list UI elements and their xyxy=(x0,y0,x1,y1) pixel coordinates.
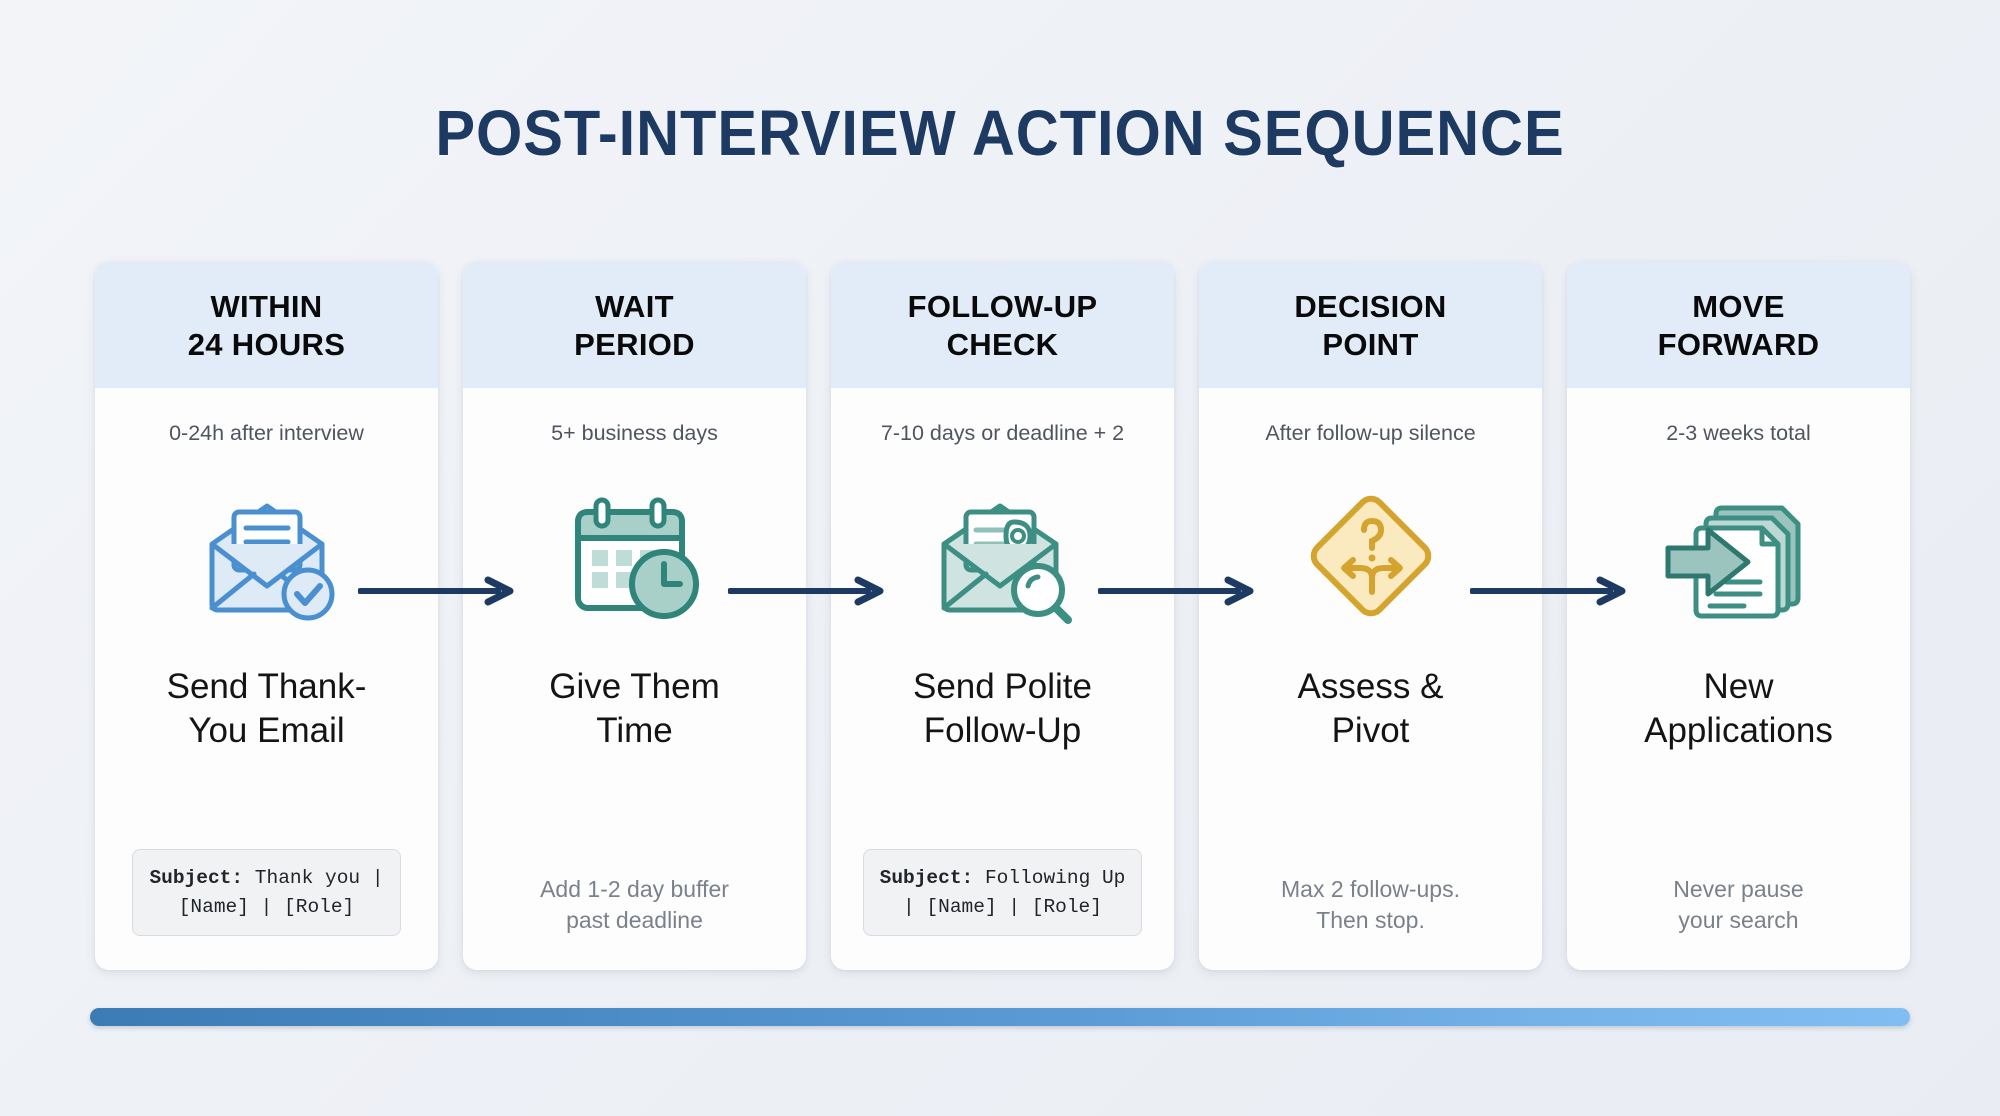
card-title-1: Send Thank-You Email xyxy=(166,666,367,751)
page-title: POST-INTERVIEW ACTION SEQUENCE xyxy=(435,97,1565,169)
subject-value-1: Thank you | [Name] | [Role] xyxy=(178,867,384,918)
card-subtitle-2: 5+ business days xyxy=(551,420,718,445)
subject-value-3: Following Up | [Name] | [Role] xyxy=(903,867,1126,918)
subject-label-1: Subject: xyxy=(149,867,244,890)
card-title-4: Assess &Pivot xyxy=(1297,666,1444,751)
card-footer-4: Max 2 follow-ups.Then stop. xyxy=(1199,874,1542,936)
subject-label-3: Subject: xyxy=(879,867,974,890)
note-4: Max 2 follow-ups.Then stop. xyxy=(1281,875,1460,933)
card-subtitle-1: 0-24h after interview xyxy=(169,420,364,445)
card-subtitle-5: 2-3 weeks total xyxy=(1666,420,1811,445)
envelope-check-icon xyxy=(192,481,342,631)
subject-code-box-3: Subject: Following Up | [Name] | [Role] xyxy=(862,849,1143,936)
documents-arrow-icon xyxy=(1664,481,1814,631)
subject-code-box-1: Subject: Thank you | [Name] | [Role] xyxy=(132,849,401,936)
envelope-search-icon xyxy=(928,481,1078,631)
calendar-clock-icon xyxy=(560,481,710,631)
card-footer-1: Subject: Thank you | [Name] | [Role] xyxy=(95,849,438,936)
card-footer-3: Subject: Following Up | [Name] | [Role] xyxy=(831,849,1174,936)
card-subtitle-4: After follow-up silence xyxy=(1265,420,1476,445)
decision-diamond-icon xyxy=(1296,481,1446,631)
card-subtitle-3: 7-10 days or deadline + 2 xyxy=(880,420,1125,445)
bottom-accent-bar xyxy=(90,1008,1910,1026)
